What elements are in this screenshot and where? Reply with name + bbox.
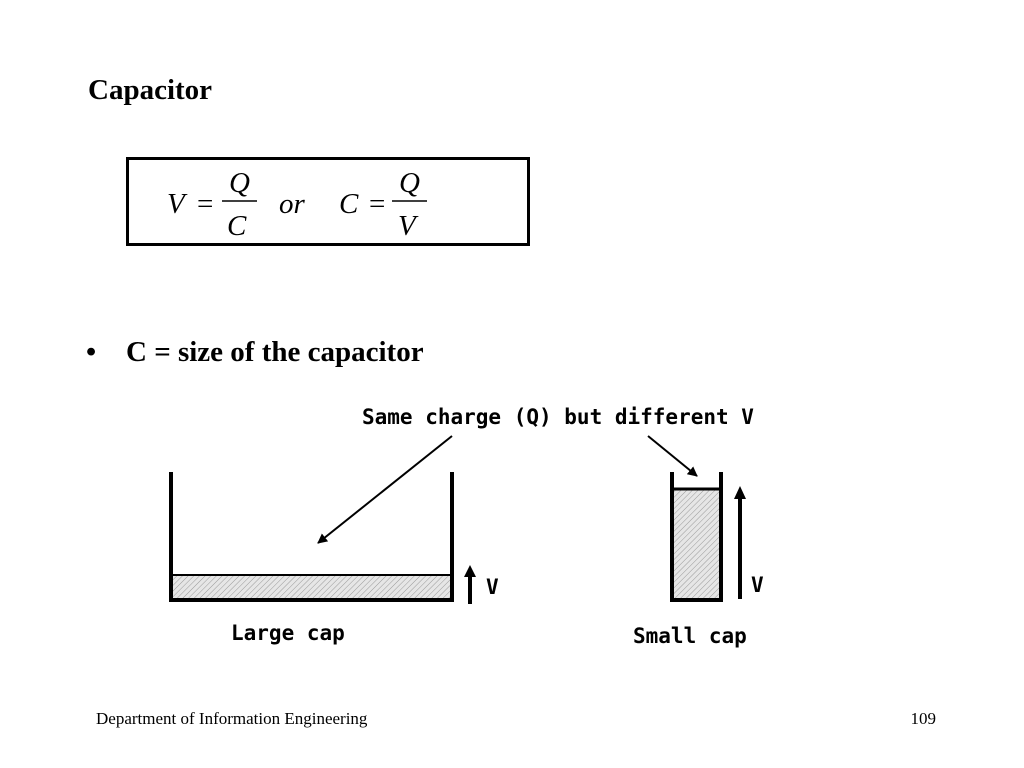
large-cap-voltage-label: V	[486, 575, 499, 599]
small-cap-walls	[670, 472, 723, 602]
formula-q-numerator-1: Q	[229, 167, 250, 199]
slide-title: Capacitor	[88, 74, 213, 106]
formula-c-lhs: C	[339, 188, 359, 220]
large-cap-container	[169, 472, 454, 602]
arrow-to-large-cap	[317, 435, 453, 544]
small-cap-label: Small cap	[633, 624, 747, 648]
large-cap-charge-fill	[171, 575, 452, 599]
formula-v-lhs: V	[167, 188, 188, 220]
formula-equals-1: =	[197, 188, 213, 220]
bullet-marker: •	[86, 336, 97, 368]
bullet-item: • C = size of the capacitor	[86, 334, 424, 370]
small-cap-container	[670, 472, 723, 602]
small-cap-voltage-label: V	[751, 573, 764, 597]
formula-or: or	[279, 188, 306, 220]
arrow-to-small-cap	[647, 435, 698, 477]
footer-department: Department of Information Engineering	[96, 709, 368, 728]
formula-q-numerator-2: Q	[399, 167, 420, 199]
diagram-caption: Same charge (Q) but different V	[362, 405, 754, 429]
large-cap-label: Large cap	[231, 621, 345, 645]
footer-page-number: 109	[910, 709, 937, 728]
formula-c-denominator: C	[227, 210, 247, 242]
formula-equals-2: =	[369, 188, 385, 220]
large-cap-walls	[169, 472, 454, 602]
capacitor-diagram: Same charge (Q) but different V V Large …	[169, 405, 764, 648]
capacitance-formula: V = Q C or C = Q V	[167, 167, 427, 242]
small-cap-charge-fill	[672, 489, 721, 599]
bullet-text: C = size of the capacitor	[126, 336, 424, 368]
formula-v-denominator: V	[398, 210, 419, 242]
formula-box: V = Q C or C = Q V	[126, 157, 530, 246]
small-cap-voltage-arrowhead	[734, 486, 746, 499]
large-cap-voltage-arrowhead	[464, 565, 476, 577]
